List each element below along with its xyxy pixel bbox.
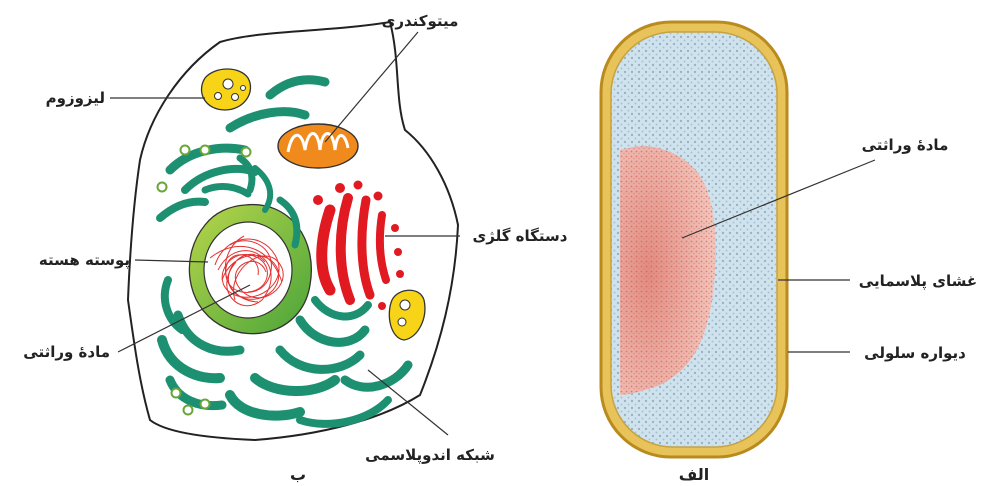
caption-eukaryote: ب [290, 465, 306, 484]
label-genetic-material-euk: مادهٔ وراثتی [23, 343, 110, 361]
prokaryotic-cell [601, 22, 787, 457]
label-mitochondria: میتوکندری [382, 12, 459, 30]
label-genetic-material-pro: مادهٔ وراثتی [862, 136, 949, 154]
label-golgi: دستگاه گلژی [473, 227, 568, 245]
lysosome [202, 69, 251, 110]
label-lysosome: لیزوزوم [46, 89, 105, 107]
mitochondrion [278, 124, 358, 168]
eukaryotic-cell [128, 22, 458, 440]
label-plasma-membrane: غشای پلاسمایی [859, 272, 977, 291]
label-cell-wall: دیواره سلولی [864, 344, 966, 362]
label-nuclear-envelope: پوسته هسته [39, 251, 130, 270]
label-er: شبکه اندوپلاسمی [365, 446, 495, 465]
caption-prokaryote: الف [679, 465, 710, 484]
